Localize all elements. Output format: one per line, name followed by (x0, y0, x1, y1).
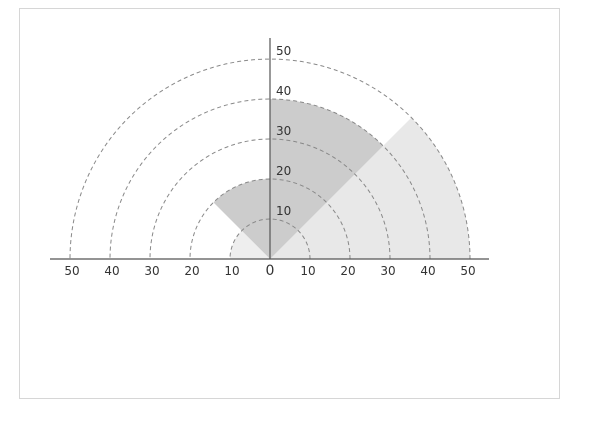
labels-layer: 10 20 30 40 50 50 40 30 20 10 10 20 30 40 50 0 (64, 44, 475, 279)
axes-layer (50, 38, 489, 260)
sector-4[interactable] (230, 230, 270, 259)
radial-tick-label-50: 50 (276, 44, 291, 58)
x-tick-label-right-10: 10 (300, 264, 315, 278)
grid-ring-30 (149, 138, 391, 260)
grid-ring-10 (229, 218, 311, 260)
sectors-layer (213, 99, 470, 259)
sector-2[interactable] (270, 99, 384, 259)
x-tick-label-right-30: 30 (380, 264, 395, 278)
x-tick-label-left-10: 10 (224, 264, 239, 278)
x-tick-label-right-40: 40 (420, 264, 435, 278)
x-tick-label-left-20: 20 (184, 264, 199, 278)
x-tick-label-left-40: 40 (104, 264, 119, 278)
x-tick-label-left-50: 50 (64, 264, 79, 278)
radial-tick-label-10: 10 (276, 204, 291, 218)
radial-tick-label-40: 40 (276, 84, 291, 98)
radial-tick-label-30: 30 (276, 124, 291, 138)
sector-3[interactable] (213, 179, 270, 259)
grid-ring-20 (189, 178, 351, 260)
x-tick-label-right-20: 20 (340, 264, 355, 278)
radial-tick-label-20: 20 (276, 164, 291, 178)
grid-layer (69, 58, 471, 260)
x-tick-label-left-30: 30 (144, 264, 159, 278)
x-tick-label-right-50: 50 (460, 264, 475, 278)
sector-1[interactable] (270, 117, 470, 259)
x-tick-label-origin: 0 (266, 263, 275, 279)
